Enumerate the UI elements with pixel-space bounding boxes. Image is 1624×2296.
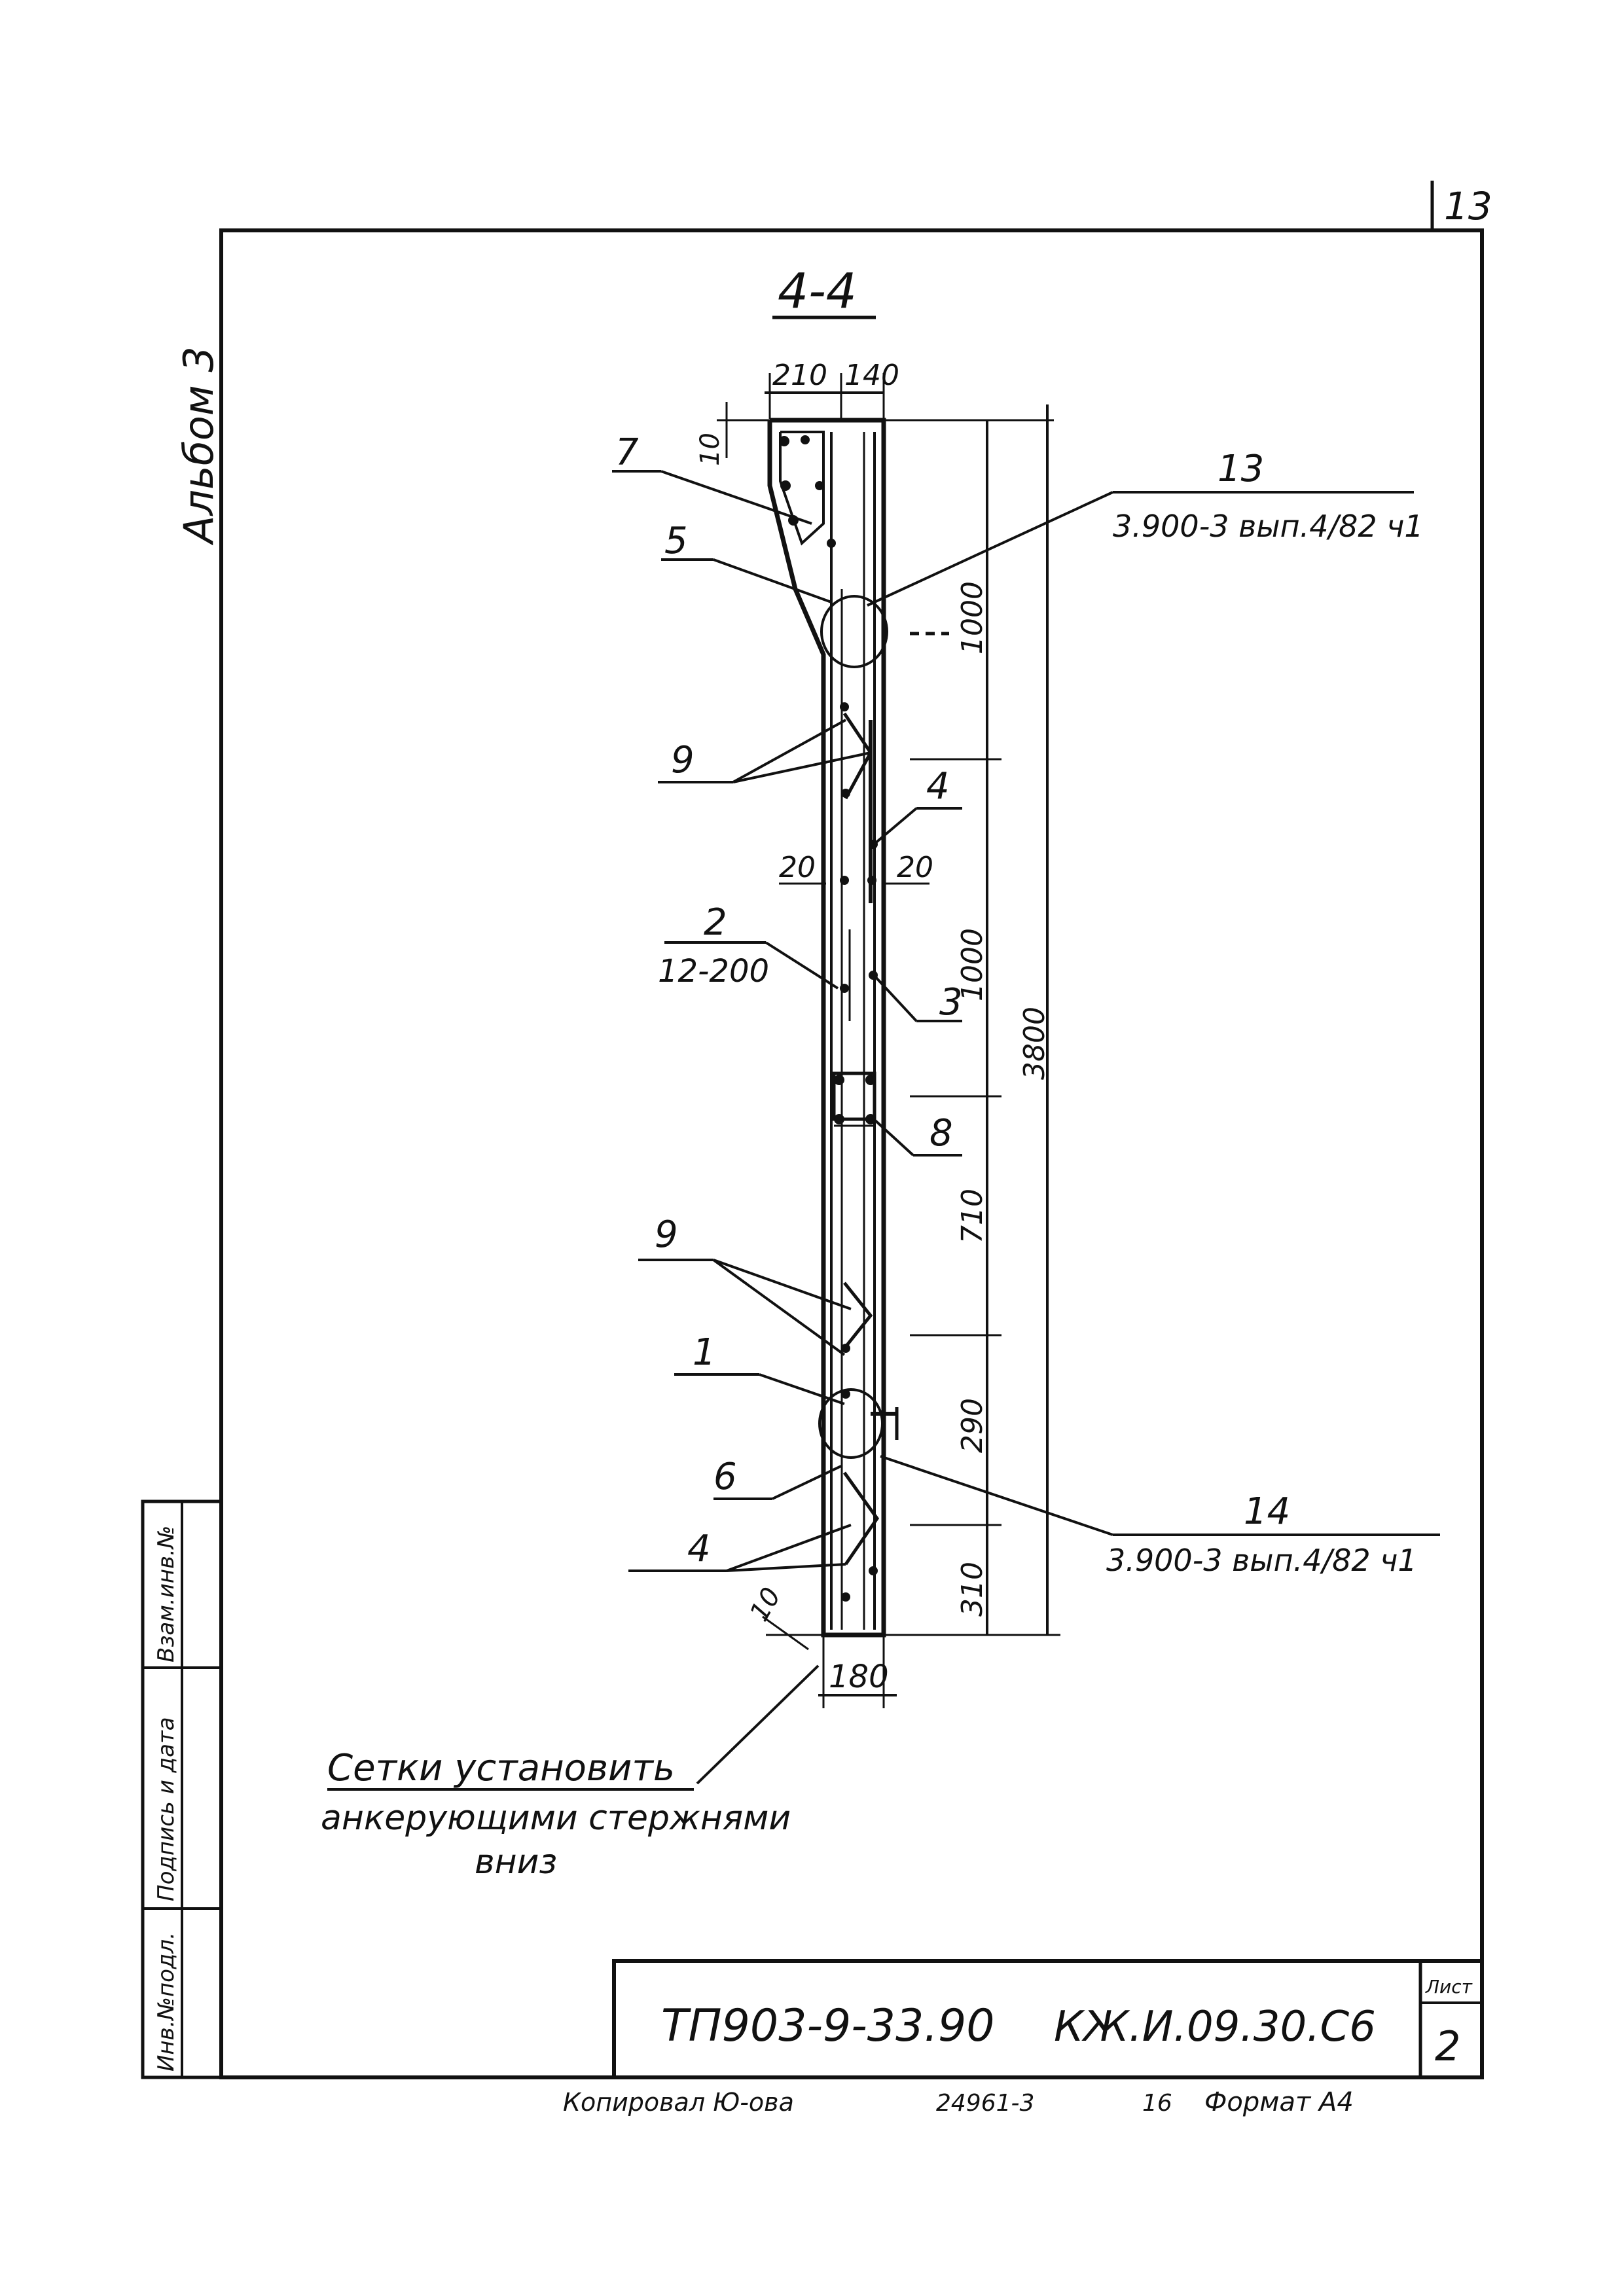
- title-list-label: Лист: [1425, 1976, 1473, 1998]
- node13-circle: [820, 595, 888, 668]
- dim-bottom-offset: 10: [744, 1583, 787, 1626]
- callout-7: 7: [615, 431, 639, 474]
- wall-cap-outline: [767, 418, 886, 1638]
- callout-4-upper: 4: [926, 765, 950, 808]
- note-line-1: Сетки установить: [327, 1747, 675, 1789]
- side-stamp-vzam: Взам.инв.№: [153, 1526, 179, 1662]
- footer-num: 16: [1142, 2090, 1172, 2117]
- dim-top-offset: 10: [695, 433, 725, 466]
- dim-290: 290: [956, 1398, 989, 1453]
- callout-2: 2: [704, 901, 727, 944]
- callout-5: 5: [664, 520, 688, 562]
- note-line-2: анкерующими стержнями: [321, 1799, 791, 1838]
- album-label: Альбом 3: [175, 346, 223, 546]
- rebar-dots: [779, 435, 878, 1602]
- callouts: 7 5 13 3.900-3 вып.4/82 ч1 9 4 2 12-200 …: [612, 431, 1440, 1578]
- dim-top-210: 210: [772, 359, 827, 392]
- dim-20-right: 20: [897, 851, 933, 884]
- title-mark: КЖ.И.09.30.С6: [1054, 2003, 1376, 2051]
- footer-order: 24961-3: [936, 2090, 1034, 2117]
- callout-13: 13: [1218, 448, 1264, 490]
- dim-310: 310: [956, 1562, 989, 1617]
- callout-14: 14: [1244, 1490, 1290, 1533]
- title-list-value: 2: [1435, 2022, 1460, 2070]
- dim-bottom-180: 180: [829, 1659, 889, 1695]
- wall-cap-inner: [779, 431, 825, 546]
- callout-4-lower: 4: [687, 1528, 711, 1570]
- callout-6: 6: [713, 1456, 737, 1498]
- sheet-number: 13: [1444, 184, 1492, 228]
- stirrup-box: [832, 1071, 876, 1121]
- footer-copied: Копировал Ю-ова: [563, 2088, 794, 2117]
- footer-format: Формат А4: [1204, 2087, 1354, 2117]
- tie-diagonal-lower-a: [843, 1282, 873, 1350]
- section-title: 4-4: [778, 263, 857, 319]
- wall-section: [767, 418, 949, 1638]
- side-stamp-podpis: Подпись и дата: [153, 1717, 179, 1901]
- dim-top-140: 140: [844, 359, 899, 392]
- callout-8: 8: [929, 1112, 953, 1155]
- dim-1000-b: 1000: [956, 928, 989, 1001]
- callout-9-lower: 9: [655, 1213, 678, 1256]
- callout-13-ref: 3.900-3 вып.4/82 ч1: [1113, 509, 1424, 544]
- callout-14-ref: 3.900-3 вып.4/82 ч1: [1106, 1543, 1417, 1578]
- title-code: ТП903-9-33.90: [661, 2000, 994, 2052]
- dim-710: 710: [956, 1189, 989, 1244]
- dim-total-3800: 3800: [1018, 1007, 1051, 1080]
- callout-3: 3: [939, 981, 963, 1024]
- side-stamp-inv: Инв.№подл.: [153, 1932, 179, 2072]
- side-stamp: Взам.инв.№ Подпись и дата Инв.№подл.: [141, 1499, 223, 2079]
- node14-circle: [818, 1388, 884, 1459]
- dimensions: 210 140 10 1000 1000 710 290 310 3800 20…: [695, 359, 1060, 1708]
- note-line-3: вниз: [475, 1842, 557, 1882]
- dim-1000-a: 1000: [956, 581, 989, 655]
- footer: Копировал Ю-ова 24961-3 16 Формат А4: [563, 2087, 1354, 2117]
- callout-2-sub: 12-200: [658, 953, 769, 990]
- callout-1: 1: [693, 1331, 716, 1374]
- dim-20-left: 20: [779, 851, 816, 884]
- note: Сетки установить анкерующими стержнями в…: [321, 1664, 820, 1882]
- tie-diagonal-lower-b: [842, 1471, 880, 1566]
- title-block: ТП903-9-33.90 КЖ.И.09.30.С6 Лист 2: [612, 1959, 1484, 2079]
- callout-9-upper: 9: [671, 739, 695, 781]
